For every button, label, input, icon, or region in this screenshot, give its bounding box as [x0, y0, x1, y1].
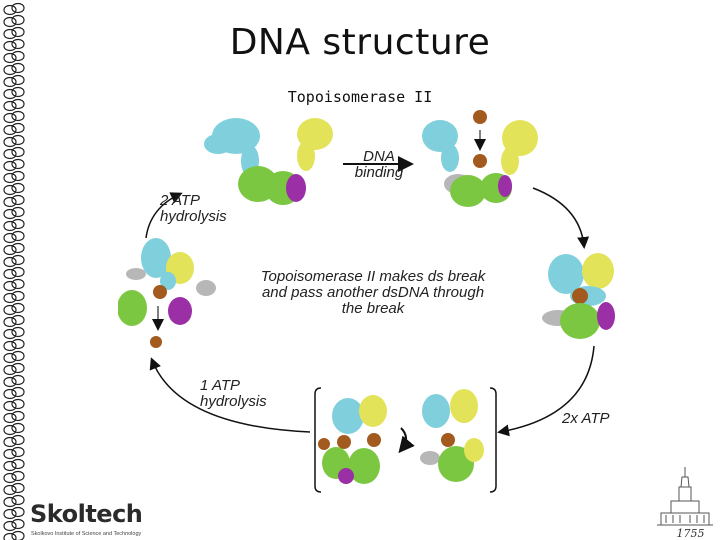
label-2atp: 2 ATP [160, 192, 201, 209]
center-line-3: the break [341, 299, 405, 317]
slide-title: DNA structure [229, 22, 491, 63]
label-binding: binding [354, 163, 404, 181]
topoisomerase-cycle-figure: DNA binding 2 ATP hydrolysis Topoisomera… [118, 106, 621, 494]
label-2atp-hydrolysis: 2 ATP hydrolysis [160, 193, 227, 225]
protein-complex-right [542, 253, 615, 339]
center-description: Topoisomerase II makes ds break and pass… [238, 269, 508, 316]
label-dna: DNA [363, 148, 395, 165]
label-dna-binding: DNA binding [346, 149, 412, 181]
emblem-year: 1755 [676, 527, 705, 540]
arrow-to-right-complex [532, 187, 590, 249]
label-1atp: 1 ATP [200, 377, 241, 394]
arrow-1atp [149, 357, 311, 433]
protein-complex-dna-bound [422, 110, 538, 207]
arrow-2x-atp [497, 345, 595, 437]
protein-complex-left [118, 238, 216, 348]
slide-subtitle: Topoisomerase II [287, 88, 433, 106]
label-hydrolysis-b: hydrolysis [200, 392, 267, 410]
label-hydrolysis-a: hydrolysis [160, 207, 227, 225]
logo-tagline: Skolkovo Institute of Science and Techno… [31, 531, 142, 537]
label-1atp-hydrolysis: 1 ATP hydrolysis [200, 378, 267, 410]
decorative-border [3, 2, 25, 540]
center-line-2: and pass another dsDNA through [261, 283, 485, 301]
cycle-diagram-svg [118, 110, 615, 493]
logo-name: Skoltech [30, 500, 143, 528]
center-line-1: Topoisomerase II makes ds break [260, 268, 486, 285]
protein-complex-pair-bracketed [314, 387, 497, 493]
label-2x-atp: 2x ATP [562, 410, 610, 427]
arrow-2atp [145, 192, 183, 239]
skoltech-logo: Skoltech Skolkovo Institute of Science a… [30, 500, 152, 540]
protein-complex-open [204, 118, 333, 205]
university-emblem-icon [657, 467, 713, 526]
